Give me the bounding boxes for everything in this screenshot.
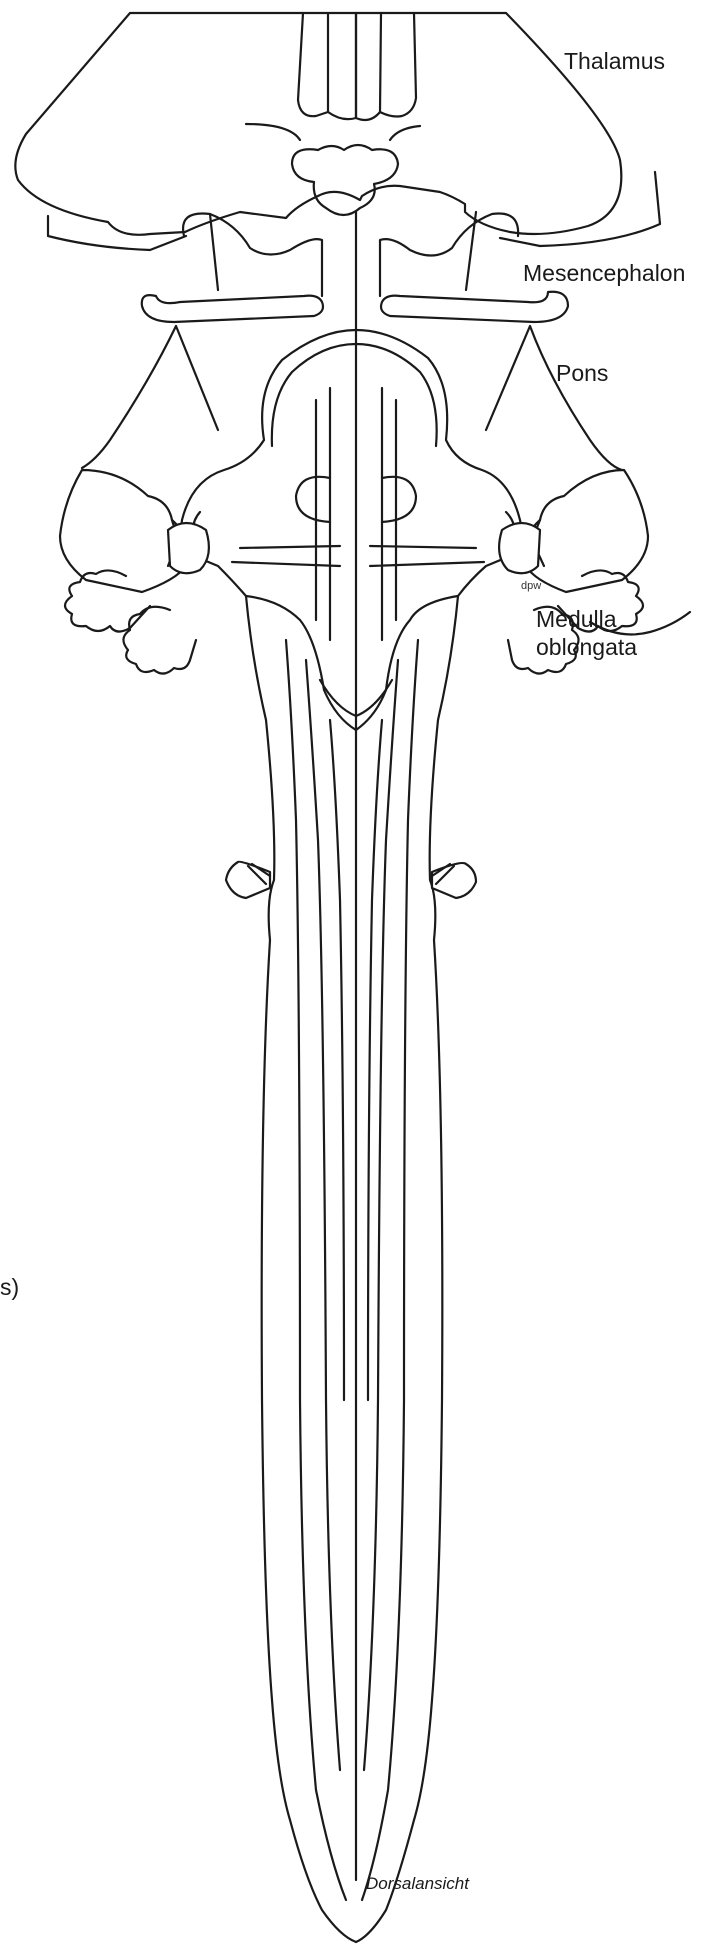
facial-colliculus-left xyxy=(296,477,330,522)
facial-colliculus-right xyxy=(382,477,416,522)
mesencephalon-loop-left xyxy=(142,295,323,322)
spinal-cord-left-outline xyxy=(246,596,356,1942)
spinal-cord-right-outline xyxy=(356,596,458,1942)
fourth-ventricle-floor xyxy=(181,330,521,730)
edge-fragment-label: s) xyxy=(0,1274,19,1301)
label-pons: Pons xyxy=(556,360,608,387)
label-thalamus: Thalamus xyxy=(564,48,665,75)
pineal-body xyxy=(292,145,398,215)
thalamus-midline-notch-right xyxy=(380,13,416,117)
view-caption: Dorsalansicht xyxy=(366,1874,469,1894)
label-mesencephalon: Mesencephalon xyxy=(523,260,685,287)
label-medulla-line1: Medulla xyxy=(536,606,617,633)
mesencephalon-outline xyxy=(183,213,322,296)
mesencephalon-loop-right xyxy=(381,292,568,322)
choroid-plexus-left-lower xyxy=(123,607,196,674)
pons-outline-left xyxy=(82,326,218,468)
label-medulla-line2: oblongata xyxy=(536,634,637,661)
thalamus-rim-right xyxy=(500,172,660,246)
artist-signature: dpw xyxy=(521,580,541,592)
thalamus-midline-notch xyxy=(298,13,328,116)
pons-outline-right xyxy=(486,326,622,470)
